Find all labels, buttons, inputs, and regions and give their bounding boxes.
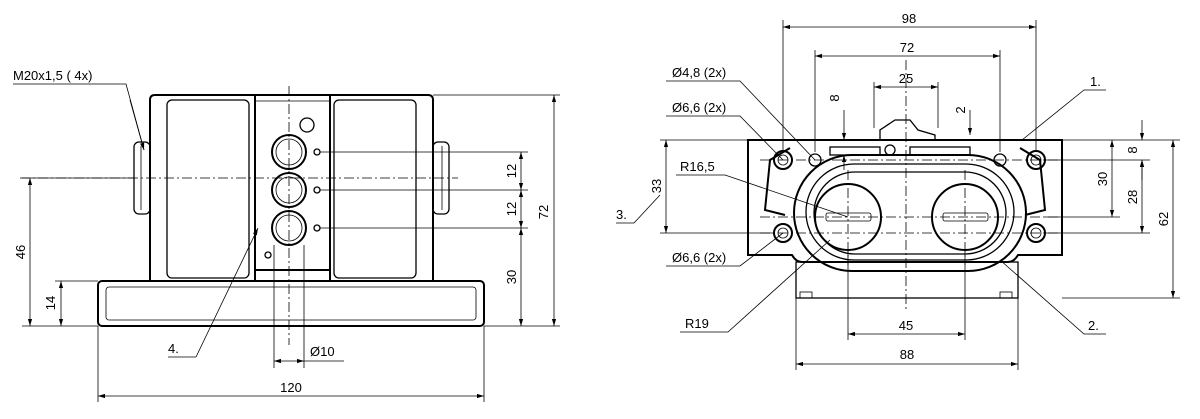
thread-callout: M20x1,5 ( 4x) — [13, 68, 92, 83]
dim-height-72: 72 — [536, 205, 551, 219]
base-plate — [97, 280, 485, 327]
dim-8-left: 8 — [827, 94, 842, 101]
dim-height-30: 30 — [504, 270, 519, 284]
clip-right — [1019, 147, 1047, 216]
left-housing — [149, 94, 256, 281]
oval-inner — [813, 171, 1007, 255]
clip-left — [763, 147, 791, 216]
dim-height-46: 46 — [13, 245, 28, 259]
oval-outer — [793, 154, 1027, 272]
dim-28: 28 — [1125, 190, 1140, 204]
label-r19: R19 — [685, 316, 709, 331]
label-hole-66-bottom: Ø6,6 (2x) — [672, 250, 726, 265]
top-lug — [879, 119, 936, 140]
dim-25: 25 — [899, 71, 913, 86]
dim-45: 45 — [899, 318, 913, 333]
label-hole-48: Ø4,8 (2x) — [672, 65, 726, 80]
dim-72: 72 — [900, 40, 914, 55]
dim-width-120: 120 — [280, 380, 302, 395]
front-view: 120 Ø10 72 12 12 30 46 14 M20x1,5 ( 4x) — [13, 68, 560, 402]
callout-1: 1. — [1090, 74, 1101, 89]
base-plate-inner — [105, 286, 477, 321]
oval-mid — [805, 163, 1015, 261]
top-slot-right — [909, 146, 971, 156]
housing-foot — [795, 261, 1019, 299]
label-hole-66-top: Ø6,6 (2x) — [672, 100, 726, 115]
dim-dia-10: Ø10 — [310, 344, 335, 359]
left-housing-face — [166, 99, 250, 279]
right-housing-face — [333, 99, 417, 279]
connector-holes — [264, 117, 321, 259]
top-slot-left — [829, 146, 881, 156]
dim-98: 98 — [902, 11, 916, 26]
callout-4: 4. — [168, 341, 179, 356]
dim-pitch-12b: 12 — [504, 202, 519, 216]
dim-pitch-12a: 12 — [504, 164, 519, 178]
dim-30: 30 — [1095, 172, 1110, 186]
dim-33: 33 — [649, 179, 664, 193]
callout-3: 3. — [616, 207, 627, 222]
dim-height-14: 14 — [43, 296, 58, 310]
label-r165: R16,5 — [680, 159, 715, 174]
dim-2: 2 — [953, 106, 968, 113]
callout-2: 2. — [1088, 318, 1099, 333]
top-view: 98 72 25 8 2 8 30 28 62 33 — [616, 11, 1180, 370]
dim-88: 88 — [900, 347, 914, 362]
right-housing — [329, 94, 434, 281]
dim-8-right: 8 — [1125, 146, 1140, 153]
dim-62: 62 — [1156, 212, 1171, 226]
center-body — [254, 94, 331, 271]
